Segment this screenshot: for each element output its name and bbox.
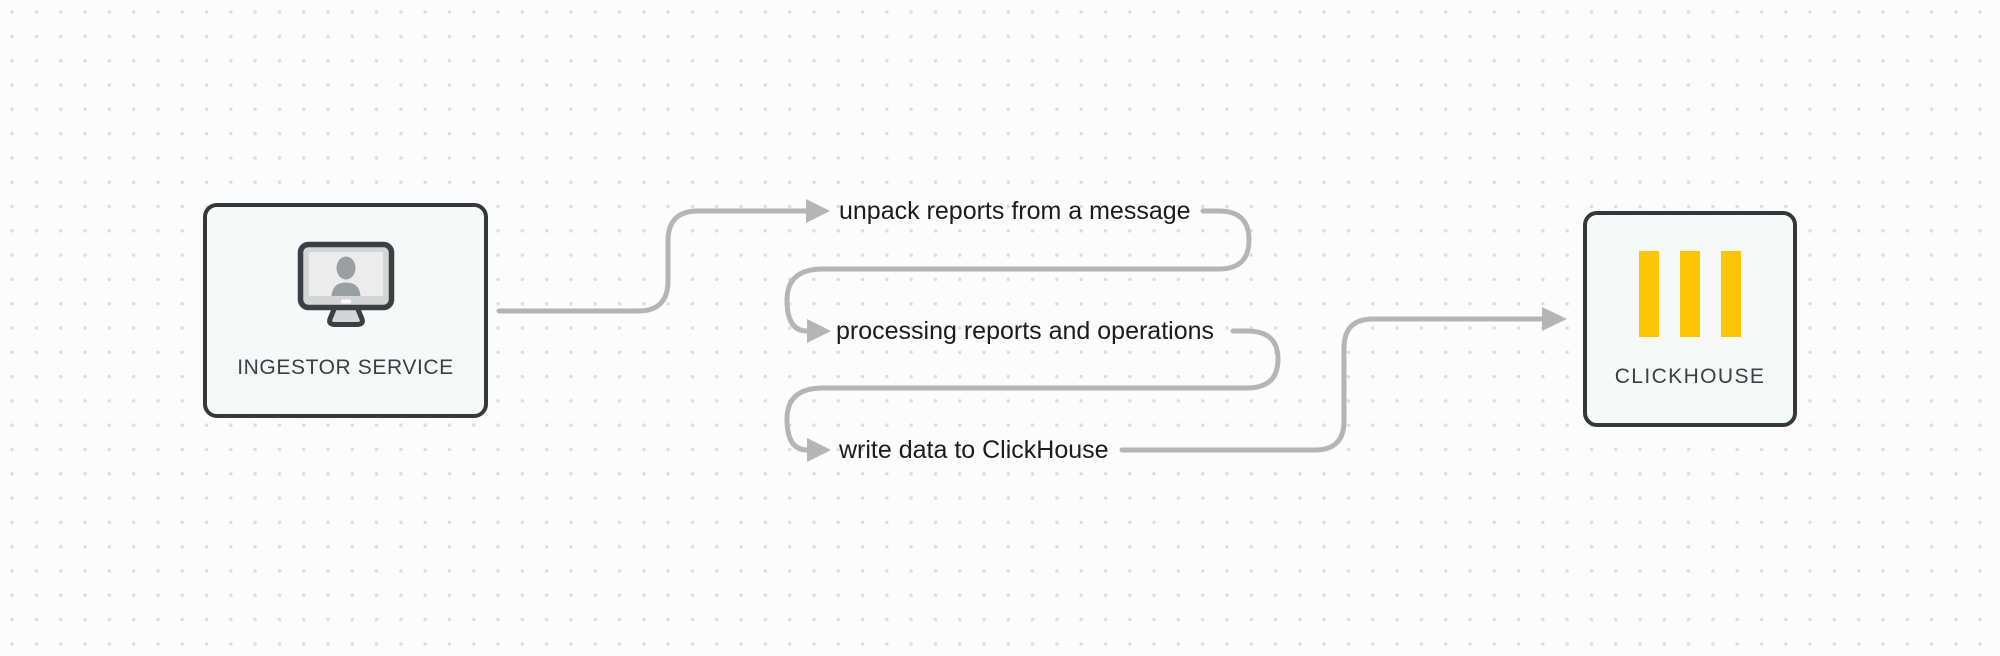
- wire-step2-to-step3: [784, 328, 1281, 462]
- arrowhead-step3: [807, 438, 831, 462]
- node-clickhouse: CLICKHOUSE: [1583, 211, 1797, 427]
- clickhouse-bar: [1639, 251, 1659, 337]
- wire-step1-to-step2: [784, 208, 1252, 343]
- wire-ingestor-to-step1: [496, 199, 830, 314]
- step-label-processing-reports: processing reports and operations: [836, 317, 1215, 345]
- node-ingestor-service: INGESTOR SERVICE: [203, 203, 488, 418]
- arrowhead-step2: [807, 319, 831, 343]
- arrowhead-step1: [806, 199, 830, 223]
- clickhouse-bars-icon: [1639, 251, 1741, 337]
- clickhouse-bar: [1721, 251, 1741, 337]
- step-label-unpack-reports: unpack reports from a message: [839, 197, 1191, 225]
- clickhouse-bar: [1680, 251, 1700, 337]
- arrowhead-clickhouse: [1542, 307, 1567, 331]
- ingestor-service-label: INGESTOR SERVICE: [237, 356, 454, 379]
- monitor-user-icon: [297, 241, 394, 327]
- step-label-write-data: write data to ClickHouse: [839, 436, 1109, 464]
- wire-step3-to-clickhouse: [1119, 307, 1567, 453]
- person-silhouette: [331, 256, 360, 296]
- clickhouse-label: CLICKHOUSE: [1614, 365, 1766, 388]
